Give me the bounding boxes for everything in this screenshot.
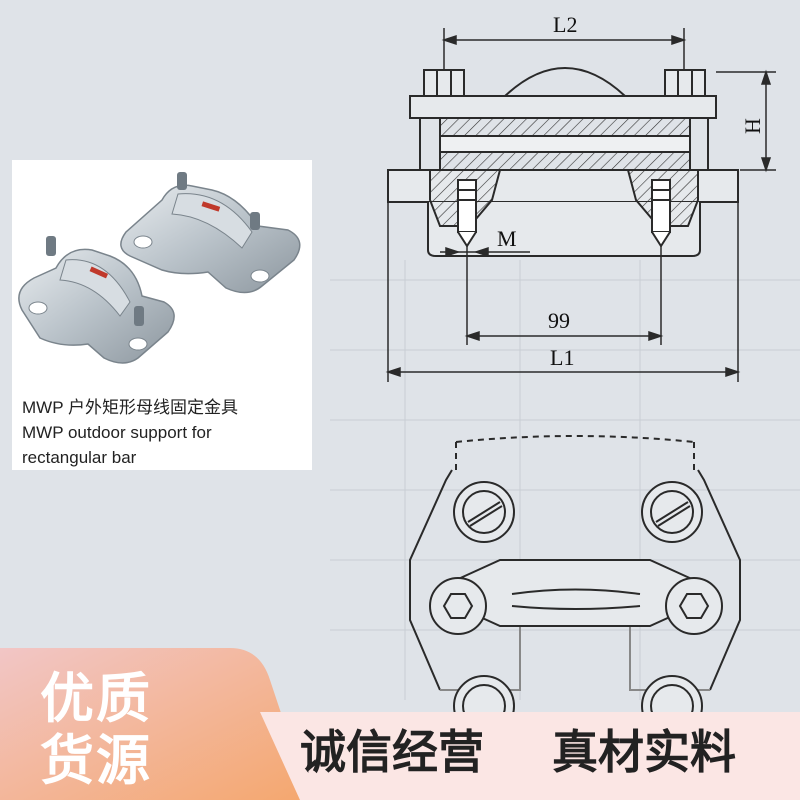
- product-photo: [18, 172, 301, 364]
- dim-label-h: H: [740, 118, 765, 134]
- dim-label-m: M: [497, 226, 517, 251]
- dim-label-l2: L2: [553, 12, 577, 37]
- clamp-back: [120, 172, 301, 294]
- dimension-lines: [385, 28, 776, 382]
- dim-label-99: 99: [548, 308, 570, 333]
- product-photo-panel: [12, 160, 312, 470]
- clamp-front: [18, 236, 175, 364]
- slogan-genuine-materials: 真材实料: [552, 725, 736, 779]
- caption-line-english-1: MWP outdoor support for: [22, 423, 212, 442]
- elevation-view: [387, 67, 739, 257]
- plan-view: [409, 435, 741, 737]
- dim-label-l1: L1: [550, 345, 574, 370]
- product-caption: MWP 户外矩形母线固定金具 MWP outdoor support for r…: [22, 395, 302, 470]
- caption-line-english-2: rectangular bar: [22, 448, 137, 467]
- slogan-left-line-2: 货源: [40, 729, 152, 792]
- slogan-left-line-1: 优质: [40, 667, 152, 730]
- slogan-quality-goods: 优质 货源: [40, 668, 152, 792]
- slogan-honest-business: 诚信经营: [300, 725, 484, 779]
- caption-line-chinese: MWP 户外矩形母线固定金具: [22, 398, 238, 417]
